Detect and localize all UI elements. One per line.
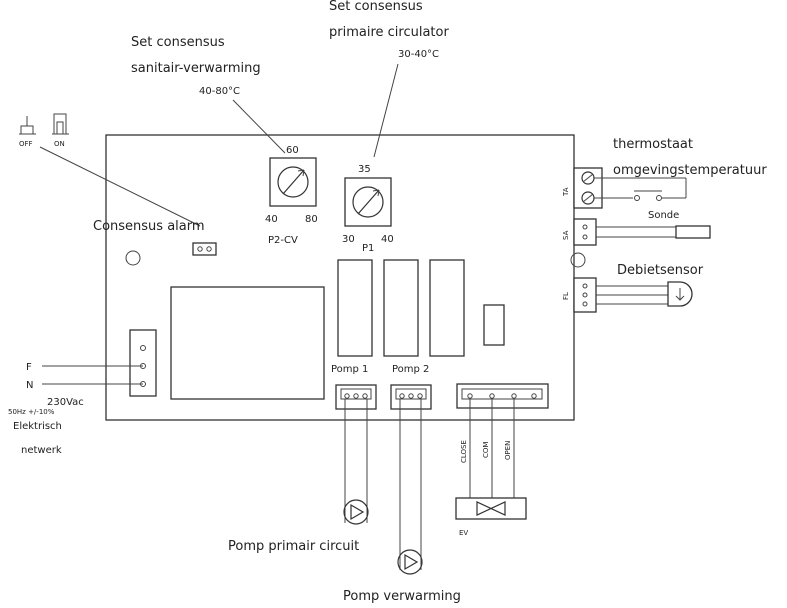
pomp2-connector — [390, 384, 432, 410]
pomp1-connector — [335, 384, 377, 410]
p2-right-value: 80 — [305, 214, 318, 225]
set-sanitair-range: 40-80°C — [199, 86, 240, 97]
set-primaire-title-1: Set consensus — [329, 0, 423, 14]
fl-label: FL — [562, 292, 570, 300]
n-label: N — [26, 380, 33, 391]
potentiometer-p2cv — [269, 157, 317, 207]
alarm-pointer-line — [39, 146, 201, 227]
transformer — [170, 286, 325, 400]
close-label: CLOSE — [460, 440, 468, 463]
mounting-hole-right — [570, 252, 586, 268]
frequency-label: 50Hz +/-10% — [8, 408, 55, 416]
relay-3 — [429, 259, 465, 357]
pump-verwarming-icon — [397, 549, 423, 575]
relay-1 — [337, 259, 373, 357]
relay-2 — [383, 259, 419, 357]
potentiometer-p1 — [344, 177, 392, 227]
off-on-switch-icon — [19, 113, 69, 135]
pomp-verwarming-label: Pomp verwarming — [343, 589, 461, 604]
thermostaat-label-2: omgevingstemperatuur — [613, 163, 767, 178]
alarm-connector — [192, 242, 217, 256]
f-label: F — [26, 362, 32, 373]
pomp1-label: Pomp 1 — [331, 364, 368, 375]
power-connector — [129, 329, 157, 397]
com-label: COM — [482, 442, 490, 458]
set-primaire-title-2: primaire circulator — [329, 25, 449, 40]
consensus-alarm-label: Consensus alarm — [93, 219, 205, 234]
p1-right-value: 40 — [381, 234, 394, 245]
valve-wiring — [469, 399, 515, 498]
open-label: OPEN — [504, 441, 512, 460]
ev-label: EV — [459, 529, 468, 537]
debietsensor-label: Debietsensor — [617, 263, 704, 278]
on-label: ON — [54, 140, 65, 148]
sa-label: SA — [562, 230, 570, 240]
thermostat-switch — [594, 177, 687, 201]
pointer-line-p1 — [373, 63, 399, 158]
p1-label: P1 — [362, 243, 374, 254]
ta-terminal — [573, 167, 603, 209]
fl-connector — [573, 277, 597, 313]
pump-primair-wiring — [344, 399, 368, 523]
ev-valve-icon — [455, 497, 527, 520]
p2cv-label: P2-CV — [268, 235, 298, 246]
pump-verwarming-wiring — [399, 399, 422, 570]
voltage-label: 230Vac — [47, 397, 84, 408]
p1-top-value: 35 — [358, 164, 371, 175]
p2-top-value: 60 — [286, 145, 299, 156]
ta-label: TA — [562, 187, 570, 197]
sonde-label: Sonde — [648, 210, 679, 221]
thermostaat-label-1: thermostaat — [613, 137, 693, 152]
sa-connector — [573, 218, 597, 246]
netwerk-label: netwerk — [21, 445, 62, 456]
elektrisch-label: Elektrisch — [13, 421, 62, 432]
p1-left-value: 30 — [342, 234, 355, 245]
sonde-probe — [596, 225, 711, 239]
valve-connector — [456, 383, 549, 409]
set-sanitair-title-2: sanitair-verwarming — [131, 61, 261, 76]
pomp2-label: Pomp 2 — [392, 364, 429, 375]
p2-left-value: 40 — [265, 214, 278, 225]
mounting-hole-left — [125, 250, 141, 266]
flow-sensor — [596, 281, 693, 307]
pomp-primair-label: Pomp primair circuit — [228, 539, 359, 554]
pump-primair-icon — [343, 499, 369, 525]
off-label: OFF — [19, 140, 33, 148]
small-component — [483, 304, 505, 346]
set-primaire-range: 30-40°C — [398, 49, 439, 60]
pointer-line-p2 — [232, 99, 286, 154]
set-sanitair-title-1: Set consensus — [131, 35, 225, 50]
